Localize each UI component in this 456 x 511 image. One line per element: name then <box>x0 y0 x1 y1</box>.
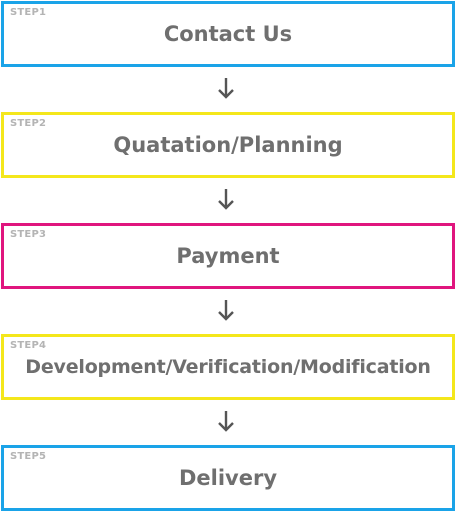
down-arrow-icon <box>218 300 234 321</box>
step-1-title: Contact Us <box>163 22 293 46</box>
step-5-title: Delivery <box>178 466 278 490</box>
step-4-tag: STEP4 <box>10 340 47 351</box>
step-3-title: Payment <box>176 244 280 268</box>
step-3-tag: STEP3 <box>10 229 47 240</box>
down-arrow-icon <box>218 189 234 210</box>
step-3-box: STEP3 Payment <box>1 223 455 289</box>
step-2-tag: STEP2 <box>10 118 47 129</box>
down-arrow-icon <box>218 78 234 99</box>
down-arrow-icon <box>218 411 234 432</box>
step-5-tag: STEP5 <box>10 451 47 462</box>
step-1-box: STEP1 Contact Us <box>1 1 455 67</box>
step-5-box: STEP5 Delivery <box>1 445 455 511</box>
step-4-box: STEP4 Development/Verification/Modificat… <box>1 334 455 400</box>
step-4-title: Development/Verification/Modification <box>25 356 431 378</box>
step-1-tag: STEP1 <box>10 7 47 18</box>
step-2-title: Quatation/Planning <box>113 133 343 157</box>
step-2-box: STEP2 Quatation/Planning <box>1 112 455 178</box>
